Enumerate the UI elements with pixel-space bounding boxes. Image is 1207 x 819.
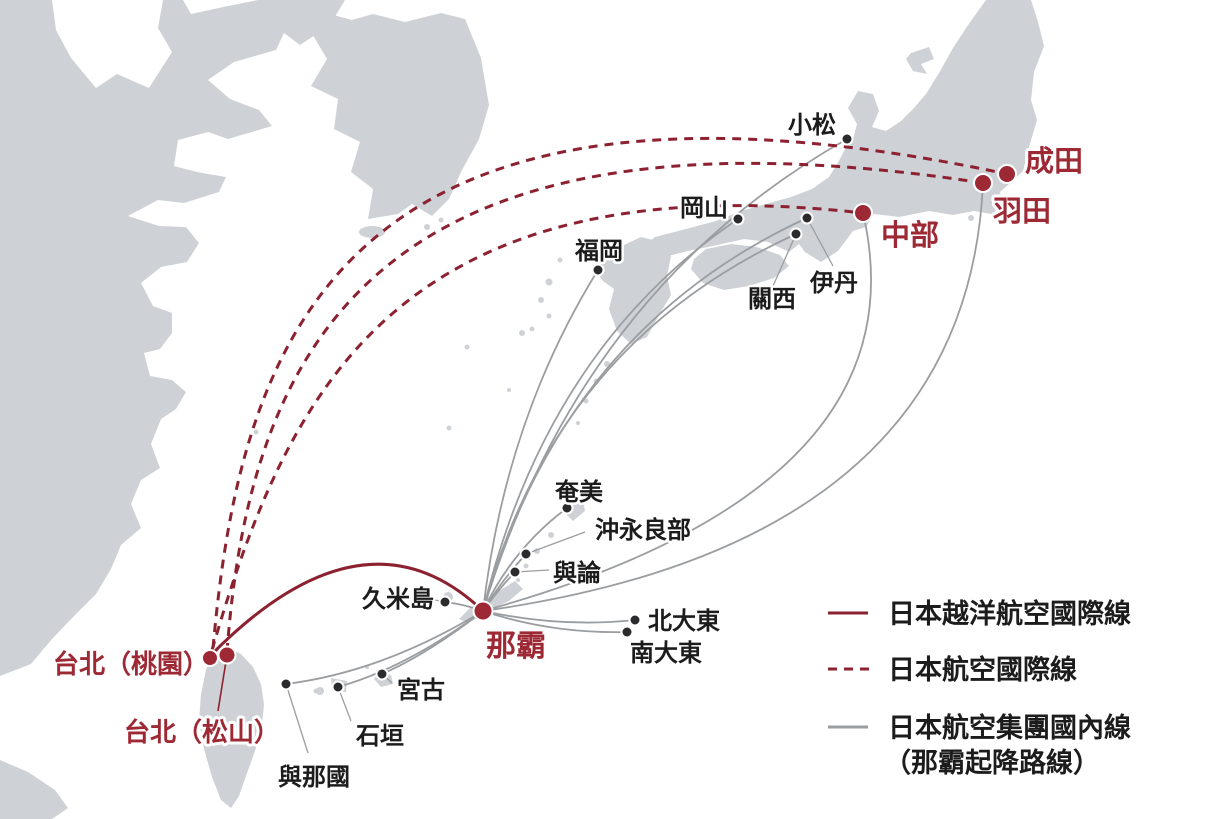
yonaguni-label: 與那國 — [278, 764, 350, 791]
komatsu-dot — [840, 132, 854, 146]
island-jeju — [359, 226, 385, 238]
miyako-dot — [375, 667, 389, 681]
route-naha-yonaguni — [285, 610, 484, 685]
miyako-label: 宮古 — [397, 676, 445, 704]
yoron-dot — [508, 565, 522, 579]
route-jal-taipei-chubu — [210, 204, 864, 651]
chubu-dot — [853, 203, 873, 223]
islets-east-china-sea — [253, 215, 974, 435]
okayama-label: 岡山 — [680, 195, 728, 222]
islets-tsushima-goto — [529, 257, 563, 332]
minamidaito-label: 南大東 — [630, 640, 702, 667]
narita-dot — [997, 164, 1017, 184]
haneda-label: 羽田 — [993, 196, 1051, 228]
route-naha-okayama — [482, 218, 739, 612]
amami-label: 奄美 — [554, 478, 603, 506]
route-naha-minamidaito — [482, 610, 628, 634]
leader-kansai — [772, 233, 797, 287]
islet — [438, 217, 444, 223]
taipei-taoyuan-label: 台北（桃園） — [53, 649, 209, 679]
naha-dot — [472, 600, 494, 622]
landmass-china-south — [0, 760, 68, 819]
kansai-dot — [789, 227, 803, 241]
kansai-label: 關西 — [748, 286, 796, 313]
leader-okinoerabu — [525, 531, 586, 555]
taipei-songshan-label: 台北（松山） — [124, 717, 280, 747]
leader-yonaguni — [285, 683, 309, 754]
legend-jal-label: 日本航空國際線 — [888, 654, 1077, 685]
landmass-kyushu — [596, 237, 671, 344]
domestic-routes-layer — [285, 138, 984, 688]
naha-label: 那霸 — [486, 630, 546, 663]
route-naha-kitadaito — [482, 610, 636, 624]
okayama-dot — [731, 212, 745, 226]
route-naha-amami — [482, 507, 568, 612]
amami-dot — [560, 501, 574, 515]
island-sado — [906, 47, 934, 74]
legend-domestic-note: （那霸起降路線） — [884, 747, 1100, 778]
itami-dot — [800, 211, 814, 225]
leader-itami — [806, 217, 834, 267]
kitadaito-label: 北大東 — [648, 608, 720, 635]
haneda-dot — [973, 173, 993, 193]
yoron-label: 與論 — [553, 559, 602, 587]
landmass-korea — [311, 9, 489, 219]
route-naha-kansai — [482, 233, 797, 612]
international-routes-layer — [209, 136, 1008, 657]
landmass-taiwan — [199, 648, 264, 808]
komatsu-label: 小松 — [788, 112, 836, 139]
route-naha-fukuoka — [482, 269, 599, 612]
leader-lines-layer — [217, 217, 834, 754]
islet — [424, 224, 430, 230]
island-iriomote — [316, 687, 324, 695]
landmass-layer — [0, 0, 1044, 819]
route-naha-itami — [482, 217, 808, 612]
okinoerabu-label: 沖永良部 — [595, 516, 691, 544]
city-labels-layer: 小松 岡山 福岡 伊丹 關西 奄美 沖永良部 與論 久米島 北大東 南大東 宮古… — [50, 110, 1086, 794]
chubu-label: 中部 — [881, 218, 939, 252]
ishigaki-label: 石垣 — [355, 723, 404, 750]
yonaguni-dot — [279, 677, 293, 691]
legend: 日本越洋航空國際線 日本航空國際線 日本航空集團國內線 （那霸起降路線） — [828, 598, 1131, 778]
kumejima-label: 久米島 — [362, 585, 434, 613]
fukuoka-dot — [591, 263, 605, 277]
route-naha-haneda — [482, 182, 984, 612]
route-jal-taipei-narita — [211, 136, 1008, 649]
taipei-songshan-dot — [217, 645, 237, 665]
route-jta-naha-taipei — [209, 562, 485, 657]
legend-jta-label: 日本越洋航空國際線 — [888, 598, 1131, 629]
bay-notch — [52, 0, 172, 88]
fukuoka-label: 福岡 — [574, 238, 623, 265]
kitadaito-dot — [628, 613, 642, 627]
kumejima-dot — [438, 595, 452, 609]
minamidaito-dot — [620, 625, 634, 639]
landmass-china — [0, 0, 345, 676]
city-dots-layer — [201, 132, 1017, 694]
landmass-honshu — [637, 0, 1044, 262]
itami-label: 伊丹 — [809, 270, 858, 297]
legend-domestic-label: 日本航空集團國內線 — [888, 712, 1131, 743]
route-naha-ishigaki — [337, 610, 484, 688]
route-jal-taipei-haneda — [225, 161, 984, 653]
route-naha-chubu — [482, 212, 872, 612]
ishigaki-dot — [331, 680, 345, 694]
narita-label: 成田 — [1025, 145, 1083, 178]
okinoerabu-dot — [519, 547, 533, 561]
